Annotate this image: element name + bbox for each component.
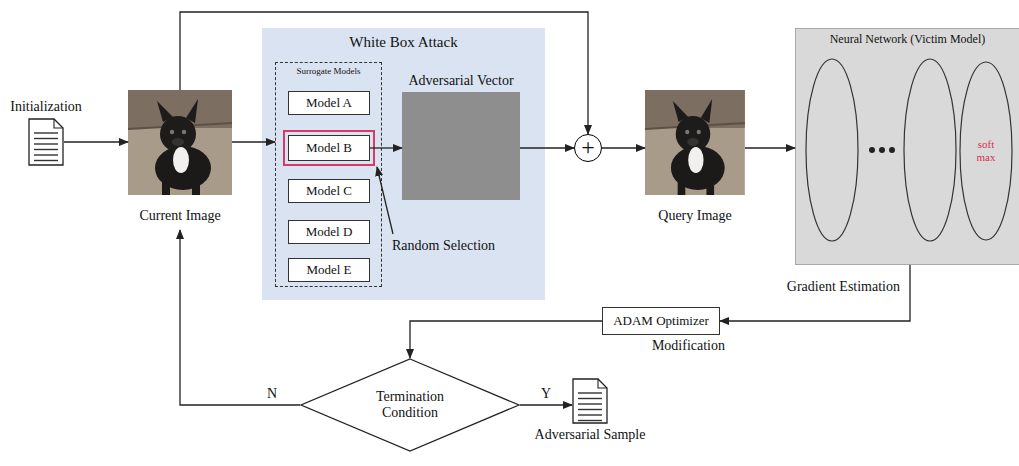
dog-photo: [645, 90, 745, 195]
node-label: Model C: [306, 184, 352, 199]
connector-arrow: [370, 147, 402, 148]
node-label: Neural Network (Victim Model): [796, 33, 1019, 47]
connector-arrow: [720, 265, 910, 321]
layer-ellipse: [806, 59, 858, 241]
doc-outline: [572, 378, 608, 424]
doc-outline: [28, 118, 64, 166]
ellipsis-dot: [869, 147, 875, 153]
connector-arrow: [232, 141, 275, 142]
group-box: Surrogate ModelsModel A Model B Model C Mod…: [275, 62, 382, 287]
dog-photo: [128, 90, 232, 195]
node-label: Adversarial Sample: [535, 427, 646, 443]
node-label: Adversarial Vector: [408, 73, 513, 89]
document-icon: Initialization: [28, 118, 64, 166]
connector-arrow: [64, 141, 128, 142]
node-label: Current Image: [139, 208, 220, 224]
node-label: White Box Attack: [262, 34, 545, 51]
node-label: soft max: [969, 138, 1003, 163]
node-label: Termination Condition: [350, 389, 470, 421]
connector-arrow: [410, 321, 602, 358]
connector-arrow: [745, 147, 795, 148]
node-label: Model E: [306, 263, 351, 278]
model-box: Model B: [288, 135, 370, 161]
edge-label: Gradient Estimation: [785, 279, 902, 295]
node-label: Surrogate Models: [276, 66, 381, 76]
node-label: +: [581, 134, 595, 162]
edge-label: Y: [539, 386, 553, 402]
node-label: Model A: [306, 96, 352, 111]
callout-label: Random Selection: [392, 238, 495, 254]
node-label: Query Image: [658, 208, 731, 224]
connector-arrow: [520, 147, 574, 148]
ellipsis-dot: [879, 147, 885, 153]
decision-diamond: Termination Condition: [300, 358, 520, 452]
node-label: Model D: [306, 225, 353, 240]
sum-circle: +: [574, 134, 602, 162]
process-box: ADAM OptimizerModification: [602, 307, 720, 335]
edge-label: N: [265, 386, 279, 402]
connector-arrow: [602, 147, 645, 148]
node-label: Model B: [306, 141, 352, 156]
node-label: Initialization: [10, 99, 82, 115]
node-label: Modification: [652, 338, 725, 354]
document-icon: Adversarial Sample: [572, 378, 608, 424]
ellipsis-dot: [889, 147, 895, 153]
model-box: Model C: [288, 179, 370, 203]
model-box: Model A: [288, 91, 370, 115]
noise-square: Adversarial Vector: [402, 92, 520, 200]
model-box: Model D: [288, 220, 370, 244]
layer-ellipse: soft max: [959, 61, 1013, 241]
model-box: Model E: [288, 258, 370, 282]
connector-arrow: [520, 404, 572, 405]
layer-ellipse: [904, 59, 956, 241]
attack-panel: White Box AttackSurrogate ModelsModel A M…: [262, 28, 545, 300]
node-label: ADAM Optimizer: [613, 314, 709, 329]
